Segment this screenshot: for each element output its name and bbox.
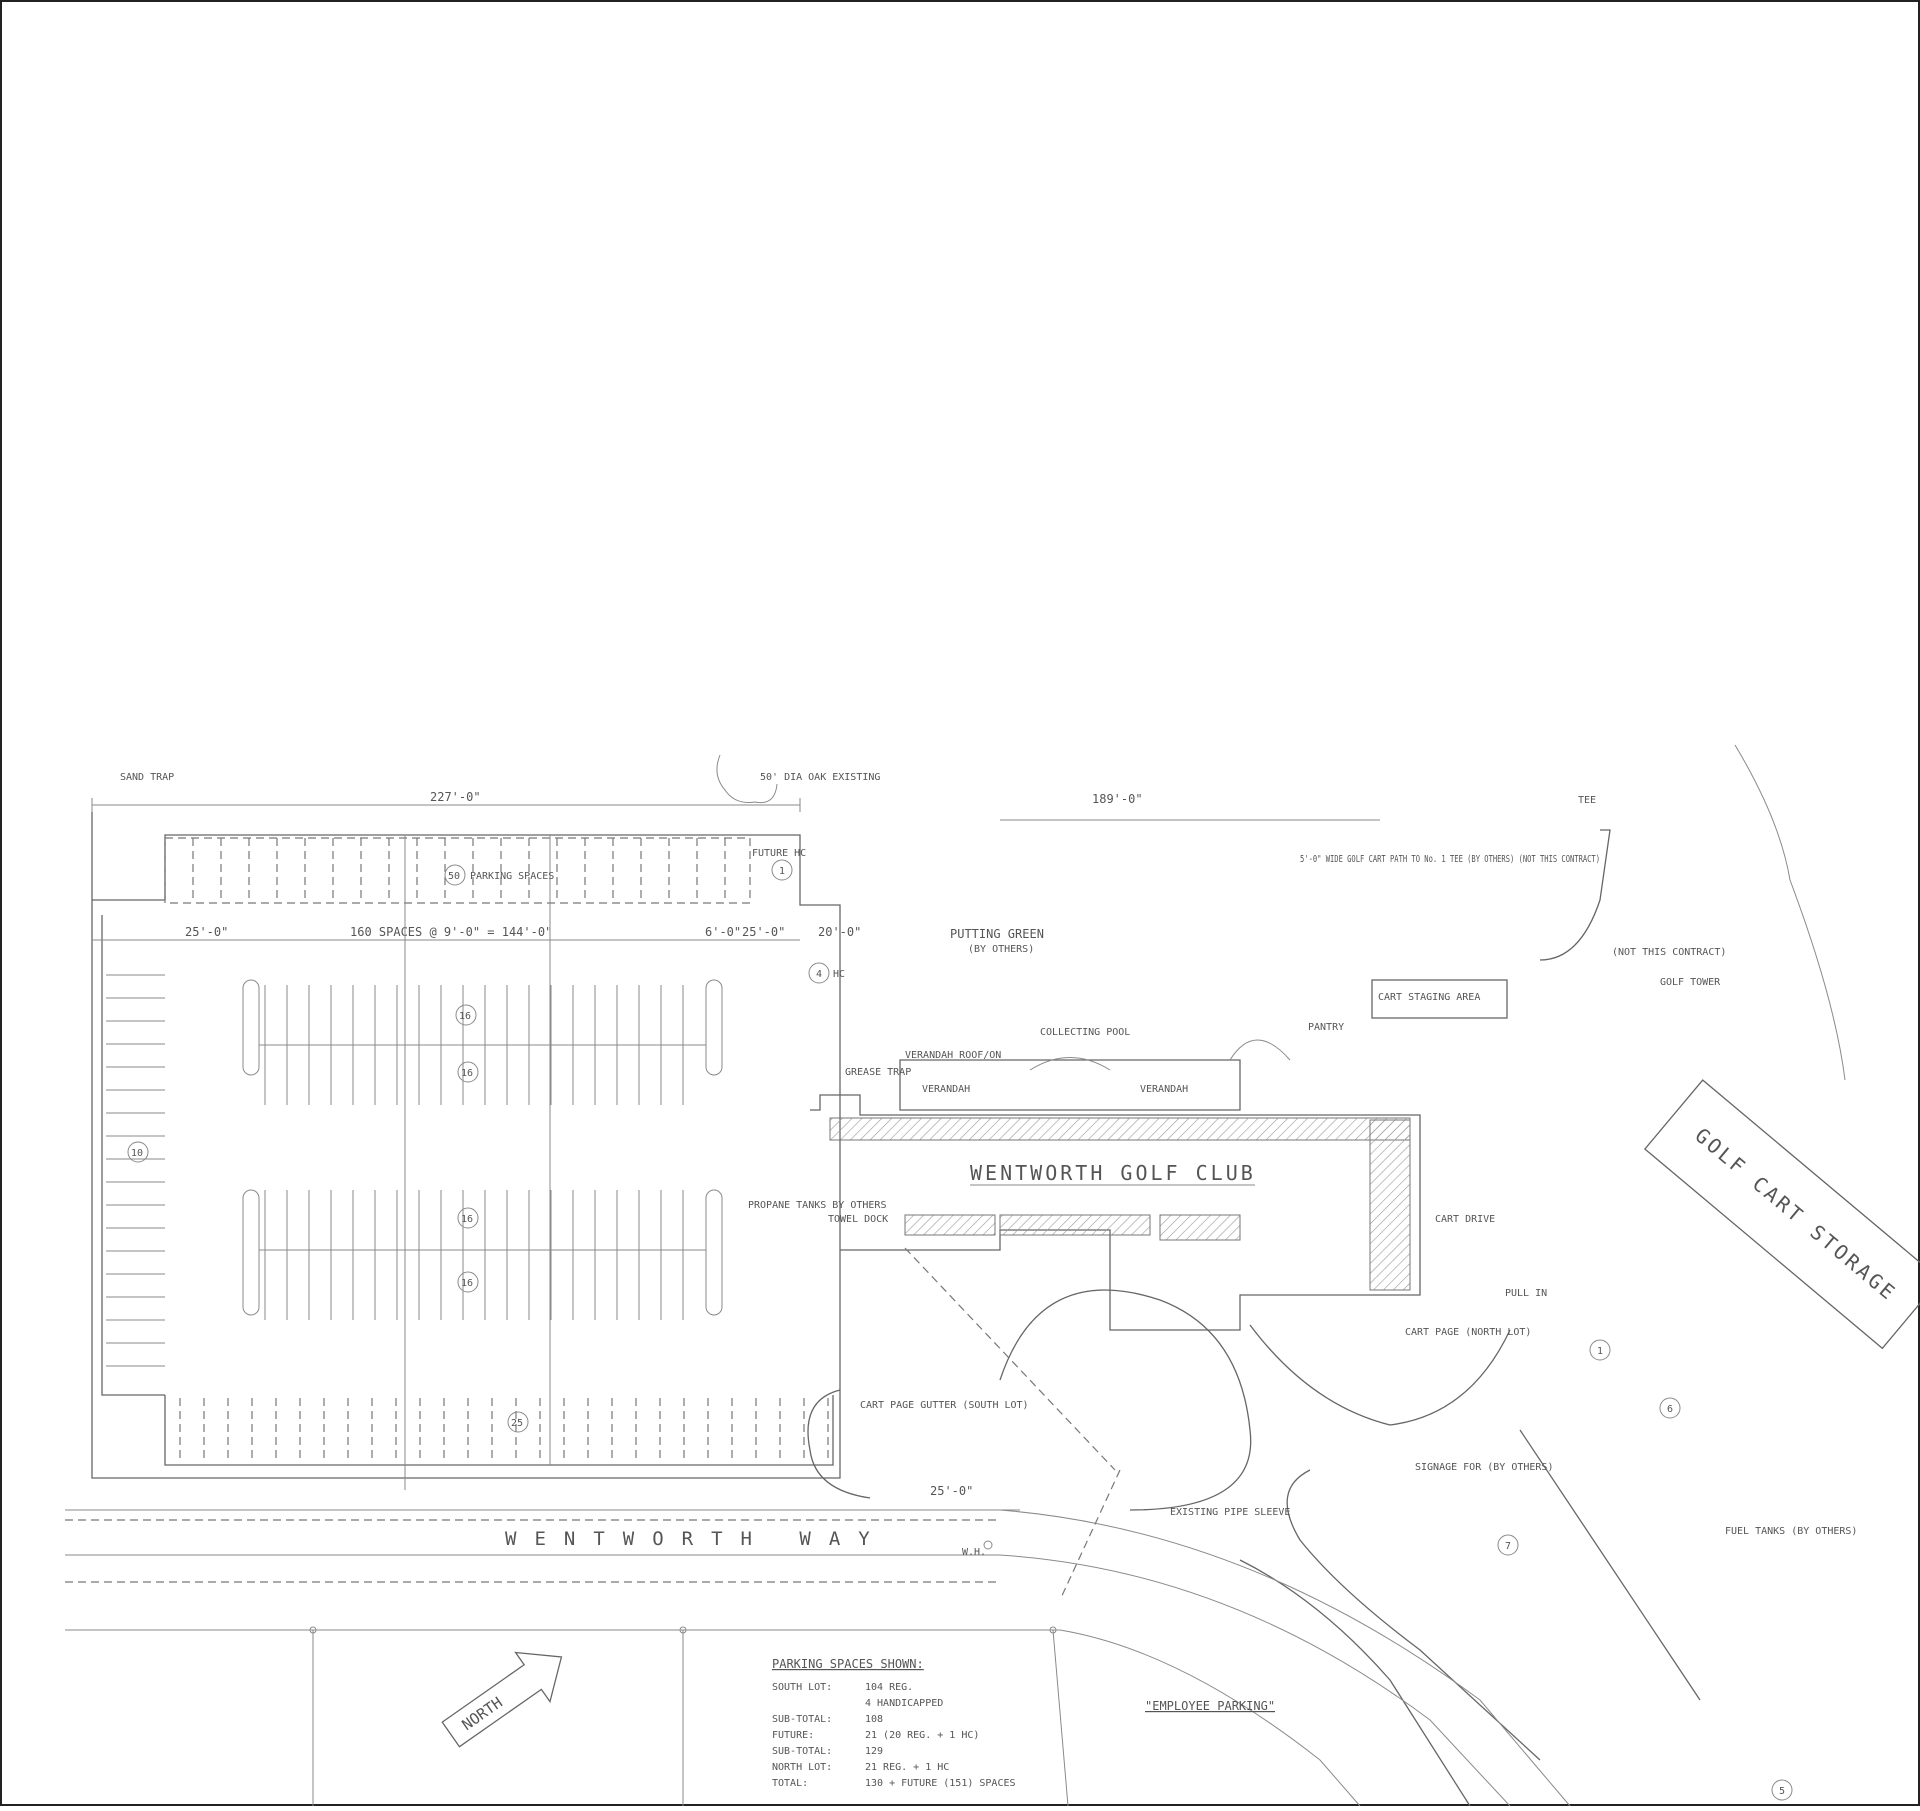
wh-label: W.H. [962,1547,986,1558]
svg-text:10: 10 [131,1148,143,1159]
parking-summary: PARKING SPACES SHOWN: SOUTH LOT: 104 REG.… [772,1657,1016,1789]
fuel-tanks-label: FUEL TANKS (BY OTHERS) [1725,1526,1857,1537]
pantry-label: PANTRY [1308,1022,1344,1033]
cart-path-label: 5'-0" WIDE GOLF CART PATH TO No. 1 TEE (… [1300,854,1600,865]
interior-stalls [264,985,684,1320]
existing-pipe-label: EXISTING PIPE SLEEVE [1170,1507,1290,1518]
summary-row-key: FUTURE: [772,1730,814,1741]
putting-green-by-others: (BY OTHERS) [968,944,1034,955]
count-mid-upper-b: 16 [457,1061,479,1083]
summary-row-value: 129 [865,1746,883,1757]
towel-dock-label: TOWEL DOCK [828,1214,888,1225]
cart-drive-label: CART DRIVE [1435,1214,1495,1225]
count-bottom-5: 5 [1779,1786,1785,1797]
verandah-roof-label: VERANDAH ROOF/ON [905,1050,1001,1061]
cart-staging: CART STAGING AREA TEE 5'-0" WIDE GOLF CA… [1300,795,1726,1019]
clubhouse: WENTWORTH GOLF CLUB VERANDAH ROOF/ON COL… [748,1022,1495,1331]
employee-parking-label: "EMPLOYEE PARKING" [1145,1699,1275,1713]
count-south-row: 25 [507,1411,529,1433]
summary-row-value: 21 REG. + 1 HC [865,1762,949,1773]
signage-label: SIGNAGE FOR (BY OTHERS) [1415,1462,1553,1473]
cart-page-north-label: CART PAGE (NORTH LOT) [1405,1327,1531,1338]
summary-row-value: 104 REG. [865,1682,913,1693]
oak-existing-label: 50' DIA OAK EXISTING [760,772,880,783]
svg-text:16: 16 [461,1278,473,1289]
dim-row-spacing: 160 SPACES @ 9'-0" = 144'-0" [350,925,552,939]
north-row-stalls [164,838,726,903]
collecting-pool-label: COLLECTING POOL [1040,1027,1130,1038]
putting-green: PUTTING GREEN (BY OTHERS) 189'-0" [950,792,1380,955]
summary-heading: PARKING SPACES SHOWN: [772,1657,924,1671]
svg-text:PUTTING GREEN: PUTTING GREEN [950,927,1044,941]
svg-text:4: 4 [816,969,822,980]
svg-text:16: 16 [459,1011,471,1022]
tee-label: TEE [1578,795,1596,806]
svg-text:CART STAGING AREA: CART STAGING AREA [1378,992,1480,1003]
clubhouse-title: WENTWORTH GOLF CLUB [970,1161,1256,1185]
svg-text:50: 50 [448,871,460,882]
cart-storage-building: GOLF CART STORAGE [1643,1079,1920,1350]
dim-club-width: 189'-0" [1092,792,1143,806]
sand-trap-label: SAND TRAP [120,772,174,783]
north-row-text: PARKING SPACES [470,871,554,882]
golf-tower-label: GOLF TOWER [1660,977,1721,988]
summary-row-key: SUB-TOTAL: [772,1714,832,1725]
future-hc-label: FUTURE HC [752,848,806,859]
dim-6: 6'-0" [705,925,741,939]
count-mid-upper-a: 16 [455,1004,477,1026]
wentworth-way-road: WENTWORTH WAY W.H. [65,1509,1571,1807]
count-hc-4: 4 HC [808,962,845,984]
verandah-2-label: VERANDAH [1140,1084,1188,1095]
grease-trap-label: GREASE TRAP [845,1067,911,1078]
south-parking-lot: 227'-0" 160 SPACES @ 9'-0" = 144'-0" 25'… [91,754,1029,1499]
count-mid-lower-b: 16 [457,1271,479,1293]
summary-row-value: 130 + FUTURE (151) SPACES [865,1778,1016,1789]
north-lot: 1 6 7 5 CART PAGE (NORTH LOT) PULL IN SI… [999,1288,1857,1807]
dim-25b: 25'-0" [742,925,785,939]
count-west-column: 10 [127,1141,149,1163]
summary-rows: SOUTH LOT: 104 REG. 4 HANDICAPPED SUB-TOTAL… [772,1682,1016,1789]
svg-text:HC: HC [833,969,845,980]
not-contract-label: (NOT THIS CONTRACT) [1612,947,1726,958]
pull-in-label: PULL IN [1505,1288,1547,1299]
summary-row-key: SUB-TOTAL: [772,1746,832,1757]
dim-overall-width: 227'-0" [430,790,481,804]
svg-text:16: 16 [461,1068,473,1079]
summary-row-value: 21 (20 REG. + 1 HC) [865,1730,979,1741]
count-future-hc: 1 FUTURE HC [752,848,806,881]
dim-drive-25: 25'-0" [930,1484,973,1498]
dim-bay-20: 20'-0" [818,925,861,939]
dim-aisle-25: 25'-0" [185,925,228,939]
verandah-1-label: VERANDAH [922,1084,970,1095]
count-north-row: 50 PARKING SPACES [444,864,554,886]
svg-text:16: 16 [461,1214,473,1225]
parking-islands [242,979,723,1316]
svg-text:1: 1 [779,866,785,877]
count-mid-lower-a: 16 [457,1207,479,1229]
propane-label: PROPANE TANKS BY OTHERS [748,1200,886,1211]
north-arrow-label: NORTH [459,1693,506,1734]
south-row-stalls [179,1398,829,1462]
summary-row-value: 4 HANDICAPPED [865,1698,943,1709]
summary-row-key: TOTAL: [772,1778,808,1789]
west-column-stalls [106,974,165,1367]
summary-row-key: SOUTH LOT: [772,1682,832,1693]
svg-text:25: 25 [511,1418,523,1429]
summary-row-key: NORTH LOT: [772,1762,832,1773]
road-name: WENTWORTH WAY [505,1528,888,1550]
cart-page-south-label: CART PAGE GUTTER (SOUTH LOT) [860,1400,1029,1411]
count-hc-1: 1 [1597,1346,1603,1357]
count-north-lot-6: 6 [1667,1404,1673,1415]
count-north-lot-7: 7 [1505,1541,1511,1552]
north-arrow: NORTH [441,1651,563,1748]
summary-row-value: 108 [865,1714,883,1725]
